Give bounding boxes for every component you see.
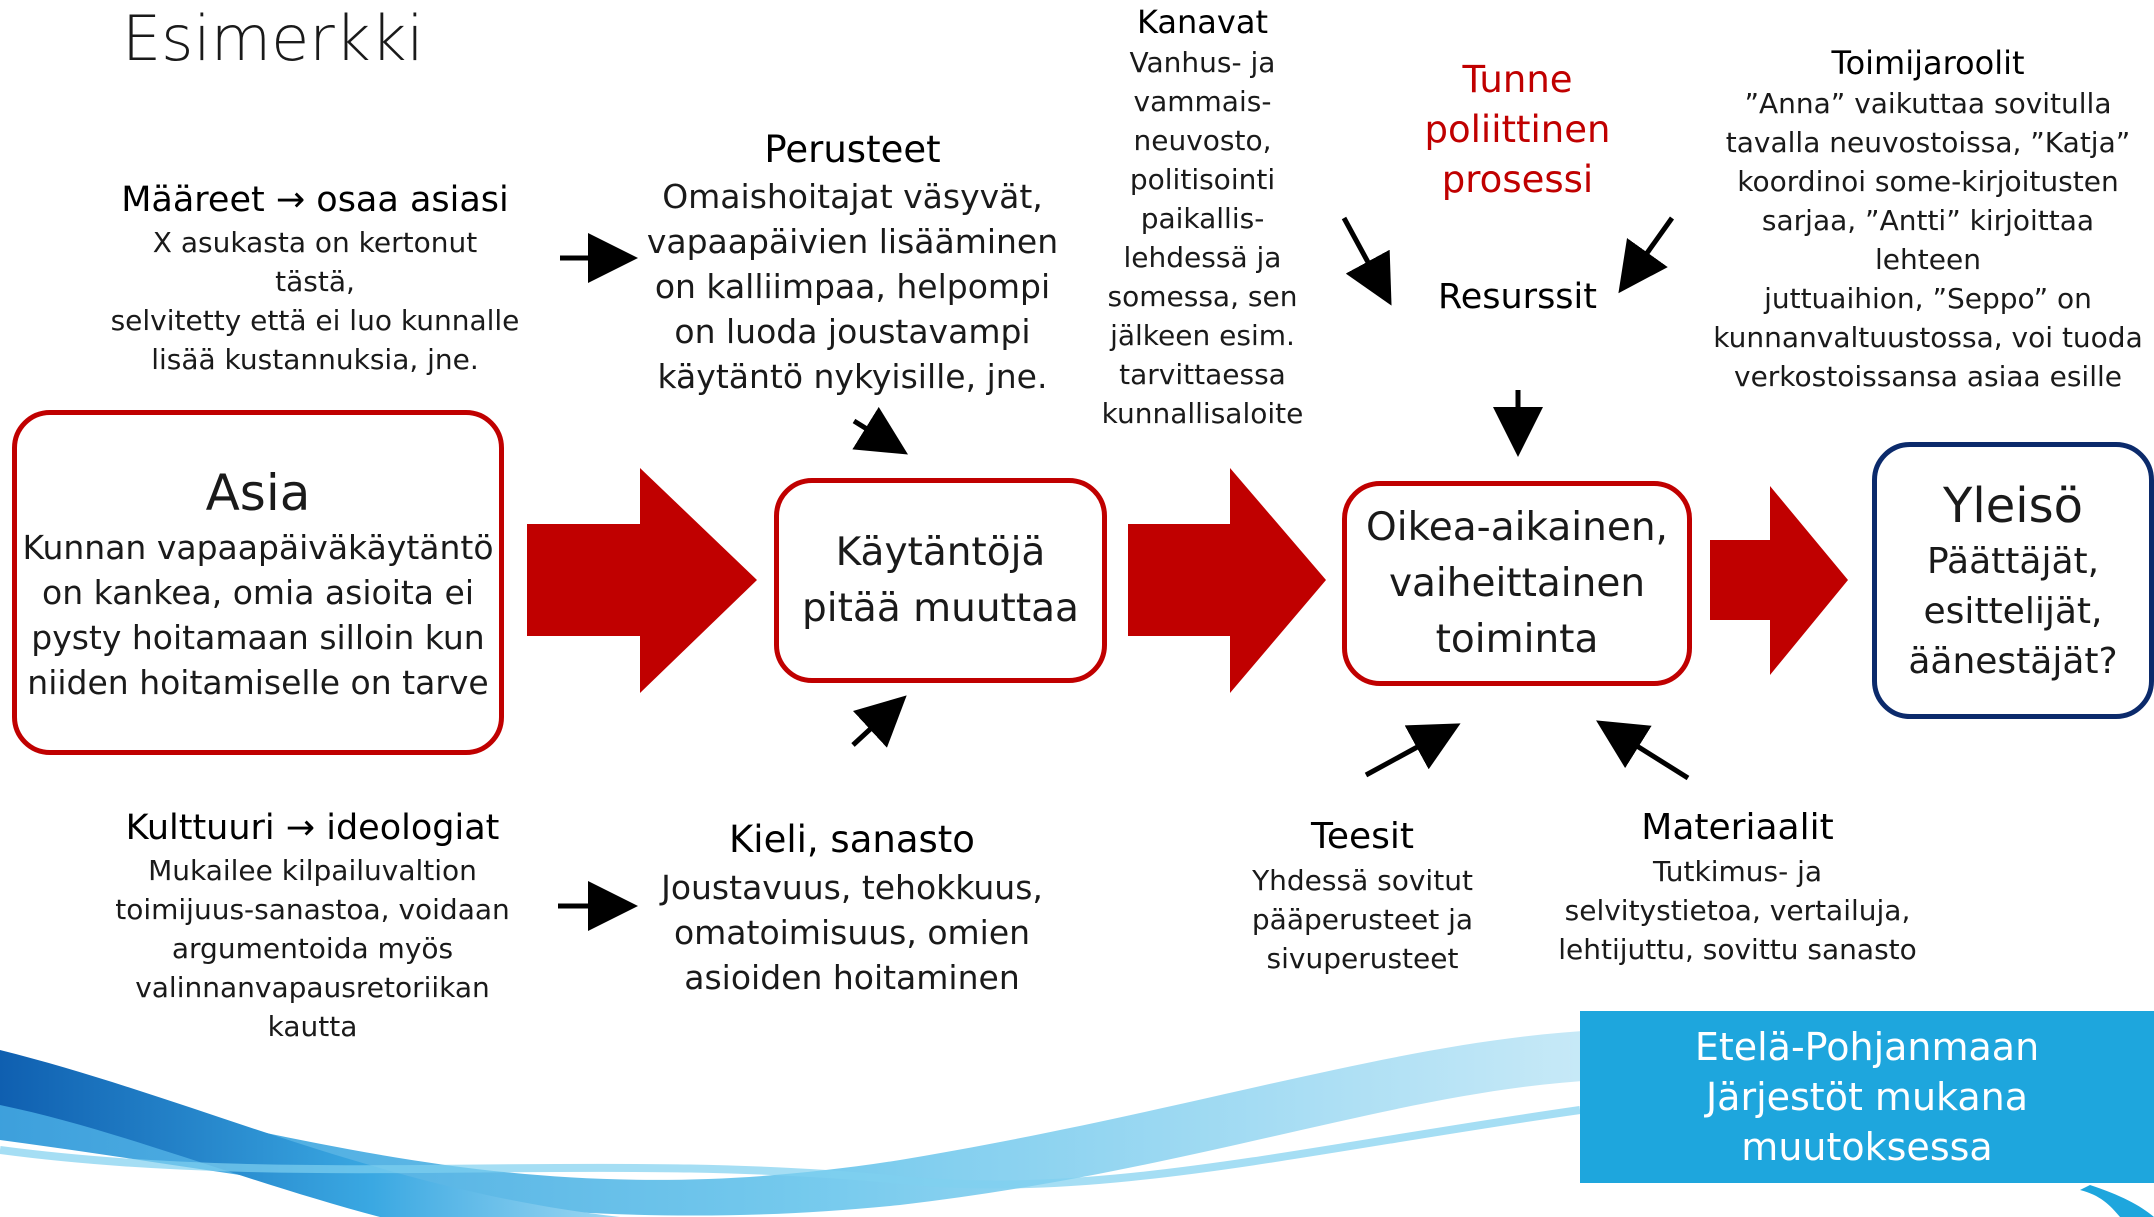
kulttuuri-line: argumentoida myös — [171, 932, 454, 965]
arrow-toimijaroolit-to-resurssit — [1618, 216, 1675, 294]
kanavat-line: kunnallisaloite — [1101, 397, 1304, 430]
kaytantoja-box: Käytäntöjä pitää muuttaa — [774, 478, 1107, 683]
maareet-line: selvitetty että ei luo kunnalle — [110, 304, 520, 337]
toimijaroolit-line: verkostoissansa asiaa esille — [1734, 360, 2122, 393]
materiaalit-line: Tutkimus- ja — [1652, 855, 1823, 888]
materiaalit-line: selvitystietoa, vertailuja, — [1564, 894, 1911, 927]
oikea-box: Oikea-aikainen, vaiheittainen toiminta — [1342, 481, 1692, 686]
teesit-line: sivuperusteet — [1266, 942, 1459, 975]
yleiso-line: Päättäjät, — [1926, 540, 2100, 582]
maareet-line: X asukasta on kertonut tästä, — [152, 226, 478, 298]
asia-line: Kunnan vapaapäiväkäytäntö — [22, 527, 494, 567]
kulttuuri-line: valinnanvapausretoriikan kautta — [135, 971, 490, 1043]
maareet-heading: Määreet → osaa asiasi — [121, 180, 509, 220]
tunne-line: poliittinen — [1424, 108, 1611, 151]
perusteet-line: Omaishoitajat väsyvät, — [662, 177, 1043, 216]
yleiso-title: Yleisö — [1943, 477, 2083, 534]
oikea-line: toiminta — [1435, 616, 1599, 662]
kanavat-block: Kanavat Vanhus- ja vammais- neuvosto, po… — [1095, 1, 1310, 433]
tunne-line: Tunne — [1462, 58, 1573, 101]
arrow-kieli-to-kaytantoja — [851, 695, 907, 748]
wave-decoration — [0, 1030, 2154, 1217]
oikea-line: Oikea-aikainen, — [1366, 504, 1668, 550]
kanavat-line: politisointi — [1129, 163, 1276, 196]
arrow-teesit-to-oikea — [1364, 723, 1461, 778]
kieli-block: Kieli, sanasto Joustavuus, tehokkuus, om… — [642, 815, 1062, 1000]
kanavat-line: tarvittaessa — [1119, 358, 1286, 391]
kulttuuri-block: Kulttuuri → ideologiat Mukailee kilpailu… — [90, 805, 535, 1046]
kieli-line: asioiden hoitaminen — [684, 958, 1020, 997]
tunne-line: prosessi — [1441, 158, 1594, 201]
wave-swoosh-right — [2080, 1185, 2154, 1217]
logo-line: Järjestöt mukana muutoksessa — [1705, 1075, 2029, 1169]
yleiso-box: Yleisö Päättäjät, esittelijät, äänestäjä… — [1872, 442, 2154, 719]
wave-dark — [0, 1050, 620, 1217]
tunne-block: Tunne poliittinen prosessi — [1385, 55, 1650, 205]
toimijaroolit-line: koordinoi some-kirjoitusten — [1737, 165, 2119, 198]
toimijaroolit-line: tavalla neuvostoissa, ”Katja” — [1725, 126, 2131, 159]
teesit-line: Yhdessä sovitut — [1252, 864, 1473, 897]
perusteet-line: vapaapäivien lisääminen — [646, 222, 1059, 261]
kieli-line: omatoimisuus, omien — [673, 913, 1031, 952]
kanavat-line: jälkeen esim. — [1110, 319, 1295, 352]
kieli-line: Joustavuus, tehokkuus, — [661, 868, 1043, 907]
teesit-block: Teesit Yhdessä sovitut pääperusteet ja s… — [1230, 813, 1495, 978]
asia-title: Asia — [205, 463, 311, 522]
organization-logo: Etelä-Pohjanmaan Järjestöt mukana muutok… — [1580, 1011, 2154, 1183]
toimijaroolit-line: kunnanvaltuustossa, voi tuoda — [1713, 321, 2143, 354]
perusteet-line: on luoda joustavampi — [674, 312, 1031, 351]
kanavat-line: vammais- — [1133, 85, 1272, 118]
kieli-heading: Kieli, sanasto — [729, 818, 975, 861]
asia-line: niiden hoitamiselle on tarve — [27, 662, 489, 702]
logo-line: Etelä-Pohjanmaan — [1694, 1025, 2040, 1069]
kanavat-line: paikallis- — [1140, 202, 1265, 235]
yleiso-line: äänestäjät? — [1908, 640, 2118, 682]
wave-light — [0, 1030, 1600, 1216]
kulttuuri-line: toimijuus-sanastoa, voidaan — [115, 893, 510, 926]
kanavat-line: Vanhus- ja — [1129, 46, 1276, 79]
kaytantoja-line: Käytäntöjä — [835, 529, 1046, 575]
perusteet-line: käytäntö nykyisille, jne. — [657, 357, 1048, 396]
kaytantoja-line: pitää muuttaa — [802, 585, 1079, 631]
resurssit-heading: Resurssit — [1437, 277, 1597, 317]
maareet-block: Määreet → osaa asiasi X asukasta on kert… — [110, 177, 520, 379]
maareet-line: lisää kustannuksia, jne. — [151, 343, 479, 376]
teesit-line: pääperusteet ja — [1251, 903, 1474, 936]
perusteet-heading: Perusteet — [764, 128, 941, 171]
toimijaroolit-line: ”Anna” vaikuttaa sovitulla — [1744, 87, 2112, 120]
block-arrow-1 — [527, 468, 757, 693]
kanavat-line: somessa, sen — [1107, 280, 1298, 313]
kanavat-line: neuvosto, — [1133, 124, 1272, 157]
toimijaroolit-heading: Toimijaroolit — [1831, 44, 2025, 82]
toimijaroolit-line: juttuaihion, ”Seppo” on — [1764, 282, 2092, 315]
kanavat-heading: Kanavat — [1136, 3, 1268, 41]
oikea-line: vaiheittainen — [1388, 560, 1646, 606]
arrow-perusteet-to-kaytantoja — [852, 406, 908, 455]
asia-line: on kankea, omia asioita ei — [42, 572, 474, 612]
toimijaroolit-line: sarjaa, ”Antti” kirjoittaa lehteen — [1761, 204, 2095, 276]
yleiso-line: esittelijät, — [1923, 590, 2103, 632]
kulttuuri-line: Mukailee kilpailuvaltion — [148, 854, 477, 887]
kulttuuri-heading: Kulttuuri → ideologiat — [125, 808, 500, 848]
arrow-kanavat-to-resurssit — [1341, 216, 1392, 306]
perusteet-line: on kalliimpaa, helpompi — [654, 267, 1051, 306]
block-arrow-2 — [1128, 468, 1326, 693]
page-title: Esimerkki — [122, 2, 424, 75]
teesit-heading: Teesit — [1310, 816, 1415, 857]
materiaalit-heading: Materiaalit — [1641, 807, 1834, 848]
materiaalit-block: Materiaalit Tutkimus- ja selvitystietoa,… — [1550, 804, 1925, 969]
asia-line: pysty hoitamaan silloin kun — [31, 617, 485, 657]
arrow-materiaalit-to-oikea — [1596, 720, 1690, 781]
asia-box: Asia Kunnan vapaapäiväkäytäntö on kankea… — [12, 410, 504, 755]
perusteet-block: Perusteet Omaishoitajat väsyvät, vapaapä… — [630, 126, 1075, 399]
block-arrow-3 — [1710, 486, 1848, 675]
resurssit-block: Resurssit — [1405, 274, 1630, 320]
materiaalit-line: lehtijuttu, sovittu sanasto — [1558, 933, 1917, 966]
toimijaroolit-block: Toimijaroolit ”Anna” vaikuttaa sovitulla… — [1708, 42, 2148, 396]
wave-thin — [0, 1106, 1581, 1189]
kanavat-line: lehdessä ja — [1123, 241, 1282, 274]
